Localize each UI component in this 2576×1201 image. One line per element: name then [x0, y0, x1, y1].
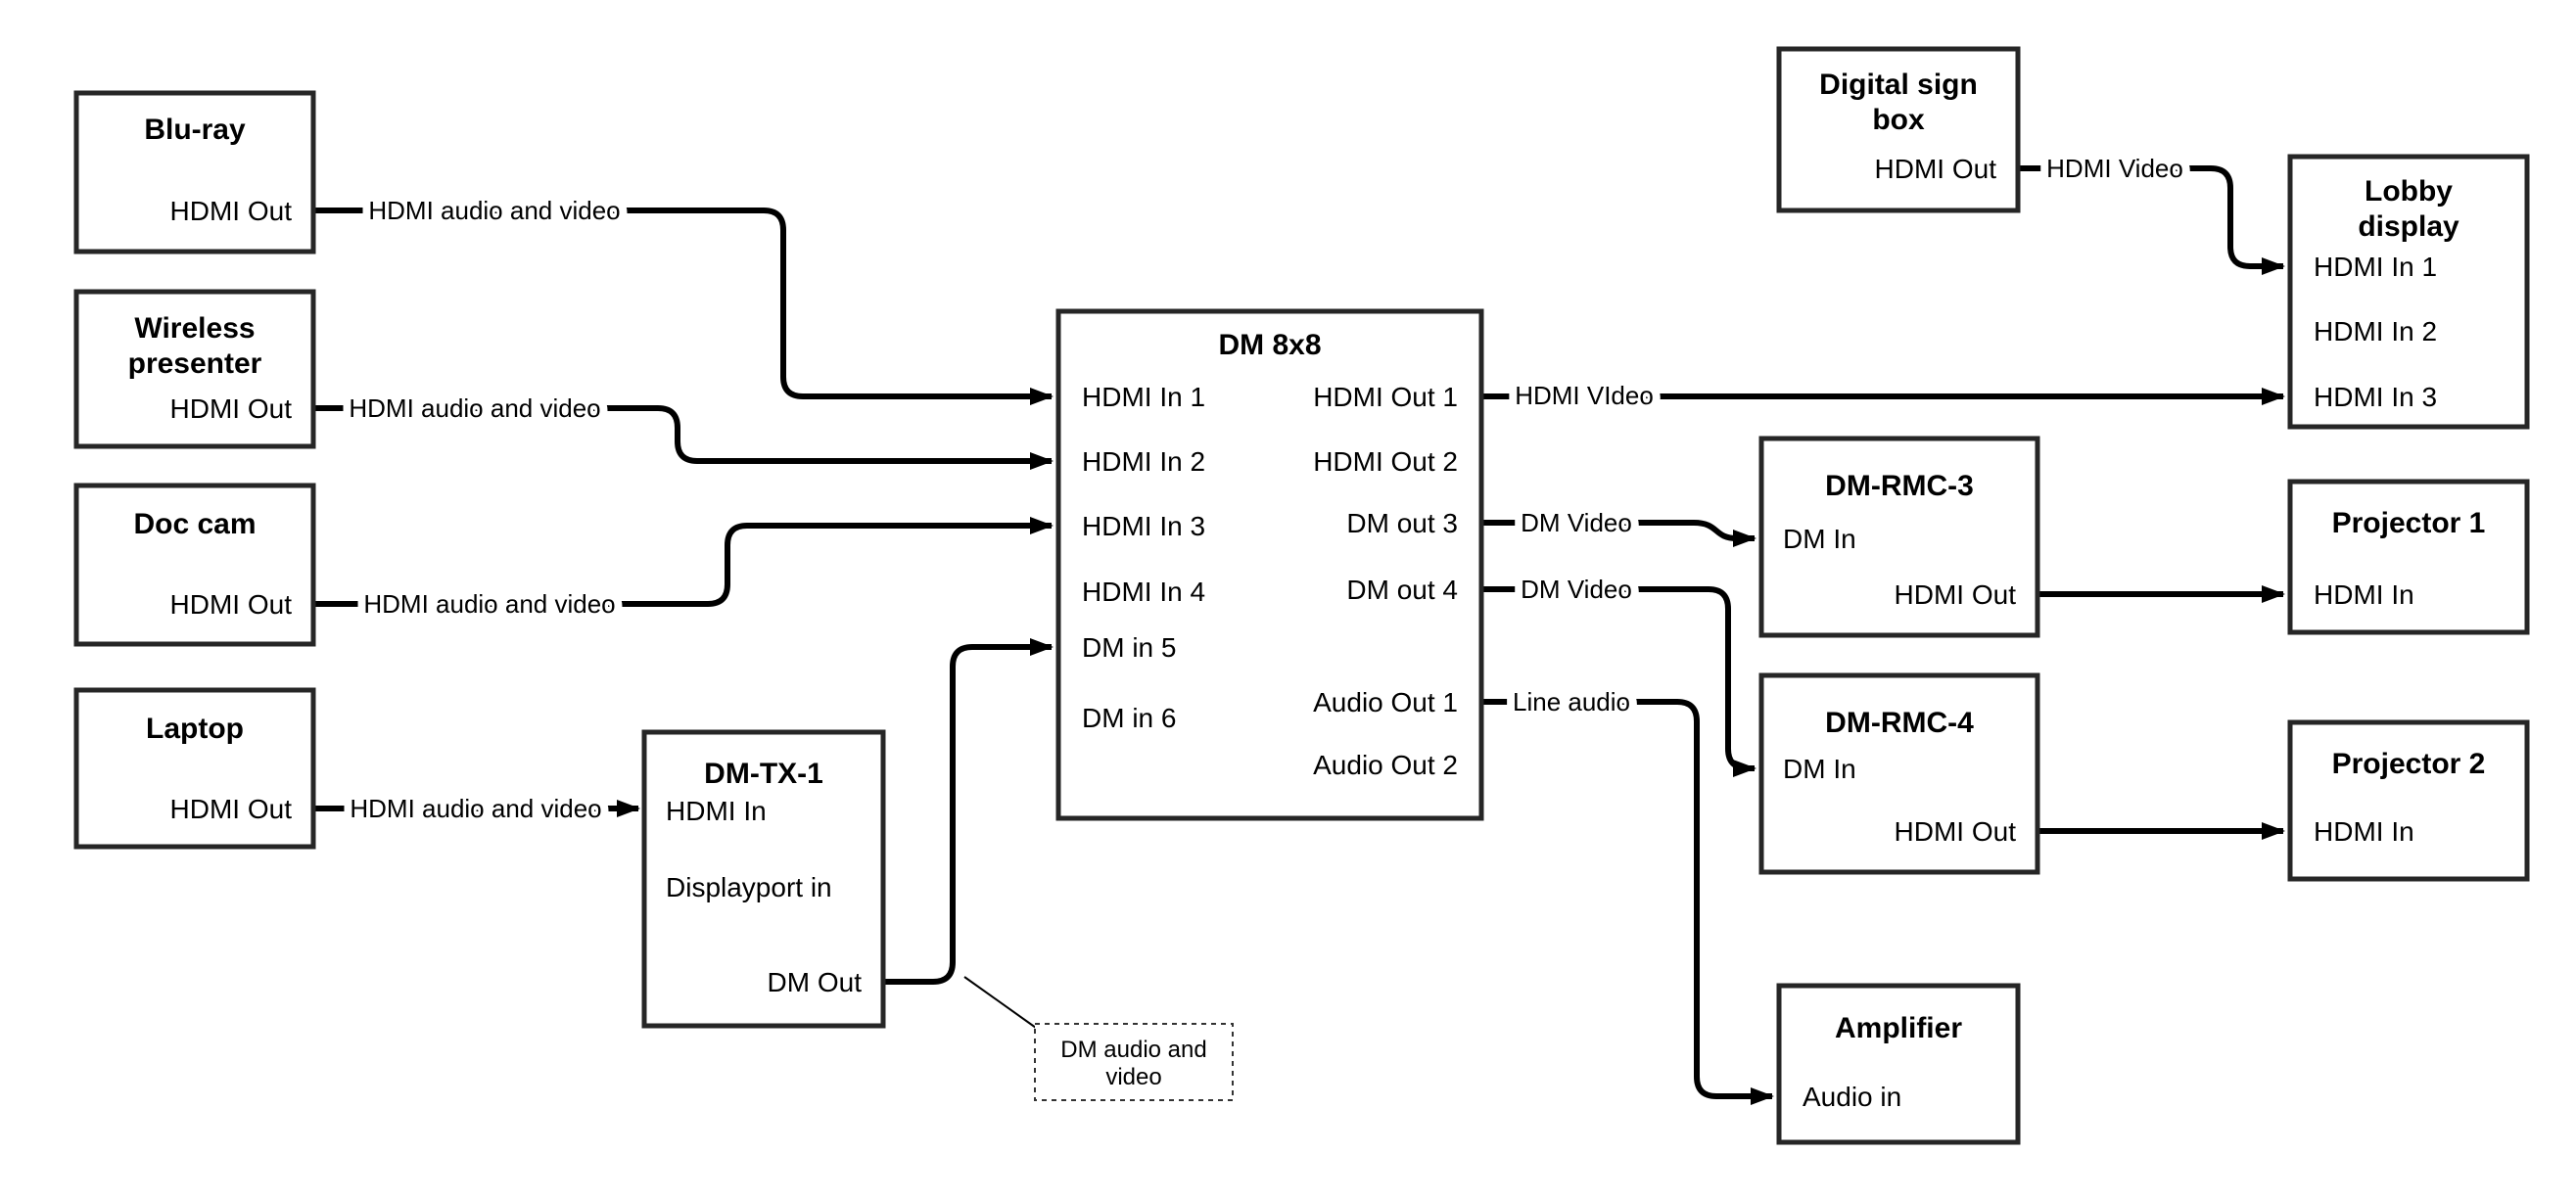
proj2-port-hdmi-in: HDMI In [2314, 816, 2414, 847]
node-lobby-display: Lobby display HDMI In 1 HDMI In 2 HDMI I… [2287, 154, 2530, 430]
node-wireless-presenter: Wireless presenter HDMI Out [73, 289, 316, 449]
dm8x8-box [1055, 308, 1484, 821]
dmrmc4-port-hdmi-out: HDMI Out [1895, 816, 2017, 847]
dmrmc4-title: DM-RMC-4 [1825, 707, 1974, 739]
wireless-port-hdmi-out: HDMI Out [170, 393, 293, 424]
dmtx1-port-displayport-in: Displayport in [666, 872, 832, 902]
node-digitalsign: Digital sign box HDMI Out [1776, 46, 2021, 213]
dm8x8-port-hdmi-out-2: HDMI Out 2 [1313, 446, 1458, 477]
node-dmtx1: DM-TX-1 HDMI In Displayport in DM Out [641, 729, 886, 1029]
lobby-port-hdmi-in-2: HDMI In 2 [2314, 316, 2437, 346]
label-laptop-hdmi-av: HDMI audio and video [350, 794, 601, 823]
label-hdmi-video-out1: HDMI VIdeo [1515, 381, 1654, 410]
dm8x8-port-dm-in-5: DM in 5 [1082, 632, 1176, 663]
edge-dmtx1-dmout-to-dm8x8-in5 [883, 638, 1054, 985]
dm8x8-port-dm-out-3: DM out 3 [1346, 508, 1458, 538]
label-doccam-hdmi-av: HDMI audio and video [363, 589, 615, 619]
proj1-port-hdmi-in: HDMI In [2314, 579, 2414, 610]
wireless-title-line2: presenter [128, 347, 262, 380]
connections [313, 165, 2285, 1105]
dmrmc3-port-dm-in: DM In [1783, 524, 1856, 554]
lobby-box [2287, 154, 2530, 430]
dmtx1-box [641, 729, 886, 1029]
wireless-title-line1: Wireless [134, 312, 255, 345]
bluray-box [73, 90, 316, 254]
label-line-audio: Line audio [1513, 687, 1630, 716]
digitalsign-box [1776, 46, 2021, 213]
bluray-title: Blu-ray [144, 114, 246, 146]
node-dmrmc3: DM-RMC-3 DM In HDMI Out [1758, 436, 2040, 638]
lobby-port-hdmi-in-3: HDMI In 3 [2314, 382, 2437, 412]
edge-dm8x8-out3-to-dmrmc3-dmin [1481, 520, 1756, 547]
node-proj1: Projector 1 HDMI In [2287, 479, 2530, 635]
edge-doccam-to-dm8x8-in3 [313, 517, 1054, 607]
label-hdmi-video-sign: HDMI Video [2046, 154, 2183, 183]
digitalsign-port-hdmi-out: HDMI Out [1875, 154, 1997, 184]
node-doccam: Doc cam HDMI Out [73, 483, 316, 647]
dm8x8-port-dm-in-6: DM in 6 [1082, 703, 1176, 733]
digitalsign-title-line2: box [1872, 104, 1925, 136]
dm8x8-port-hdmi-in-1: HDMI In 1 [1082, 382, 1205, 412]
edge-bluray-to-dm8x8-in1 [313, 208, 1054, 405]
bluray-port-hdmi-out: HDMI Out [170, 196, 293, 226]
edge-dm8x8-out4-to-dmrmc4-dmin [1481, 586, 1756, 777]
callout-dm-audio-video: DM audio and video [1034, 1023, 1234, 1101]
proj1-box [2287, 479, 2530, 635]
doccam-box [73, 483, 316, 647]
dmrmc3-port-hdmi-out: HDMI Out [1895, 579, 2017, 610]
lobby-title-line2: display [2358, 210, 2459, 243]
dm8x8-port-audio-out-1: Audio Out 1 [1313, 687, 1458, 717]
lobby-port-hdmi-in-1: HDMI In 1 [2314, 252, 2437, 282]
node-proj2: Projector 2 HDMI In [2287, 719, 2530, 882]
wireless-box [73, 289, 316, 449]
dm8x8-title: DM 8x8 [1218, 329, 1321, 361]
edge-digitalsign-to-lobby-in1 [2018, 165, 2285, 275]
dmrmc3-title: DM-RMC-3 [1825, 470, 1974, 502]
callout-text-line2: video [1105, 1064, 1161, 1090]
dm8x8-port-dm-out-4: DM out 4 [1346, 575, 1458, 605]
dmtx1-port-hdmi-in: HDMI In [666, 796, 767, 826]
edge-wireless-to-dm8x8-in2 [313, 405, 1054, 470]
callout-box [1034, 1023, 1234, 1101]
doccam-title: Doc cam [133, 508, 256, 540]
label-wireless-hdmi-av: HDMI audio and video [349, 393, 600, 423]
label-dm-video-4: DM Video [1521, 575, 1632, 604]
digitalsign-title-line1: Digital sign [1819, 69, 1978, 101]
dm8x8-port-hdmi-in-3: HDMI In 3 [1082, 511, 1205, 541]
edge-dm8x8-audio1-to-amplifier [1481, 699, 1774, 1105]
lobby-title-line1: Lobby [2365, 175, 2453, 208]
laptop-port-hdmi-out: HDMI Out [170, 794, 293, 824]
node-dmrmc4: DM-RMC-4 DM In HDMI Out [1758, 672, 2040, 875]
dm8x8-port-hdmi-in-4: HDMI In 4 [1082, 577, 1205, 607]
node-amplifier: Amplifier Audio in [1776, 983, 2021, 1145]
dmtx1-title: DM-TX-1 [704, 758, 823, 790]
laptop-box [73, 687, 316, 850]
dmrmc3-box [1758, 436, 2040, 638]
node-dm8x8: DM 8x8 HDMI In 1 HDMI In 2 HDMI In 3 HDM… [1055, 308, 1484, 821]
dmrmc4-port-dm-in: DM In [1783, 754, 1856, 784]
doccam-port-hdmi-out: HDMI Out [170, 589, 293, 620]
label-bluray-hdmi-av: HDMI audio and video [368, 196, 620, 225]
proj2-title: Projector 2 [2332, 748, 2486, 780]
amplifier-title: Amplifier [1835, 1012, 1962, 1044]
label-dm-video-3: DM Video [1521, 508, 1632, 537]
dm8x8-port-audio-out-2: Audio Out 2 [1313, 750, 1458, 780]
dmtx1-port-dm-out: DM Out [768, 967, 863, 997]
dmrmc4-box [1758, 672, 2040, 875]
callout-leader-line [963, 976, 1037, 1029]
dm8x8-port-hdmi-out-1: HDMI Out 1 [1313, 382, 1458, 412]
laptop-title: Laptop [146, 713, 244, 745]
proj2-box [2287, 719, 2530, 882]
amplifier-box [1776, 983, 2021, 1145]
callout-text-line1: DM audio and [1060, 1037, 1206, 1063]
proj1-title: Projector 1 [2332, 507, 2486, 539]
node-laptop: Laptop HDMI Out [73, 687, 316, 850]
dm8x8-port-hdmi-in-2: HDMI In 2 [1082, 446, 1205, 477]
amplifier-port-audio-in: Audio in [1803, 1082, 1901, 1112]
node-bluray: Blu-ray HDMI Out [73, 90, 316, 254]
